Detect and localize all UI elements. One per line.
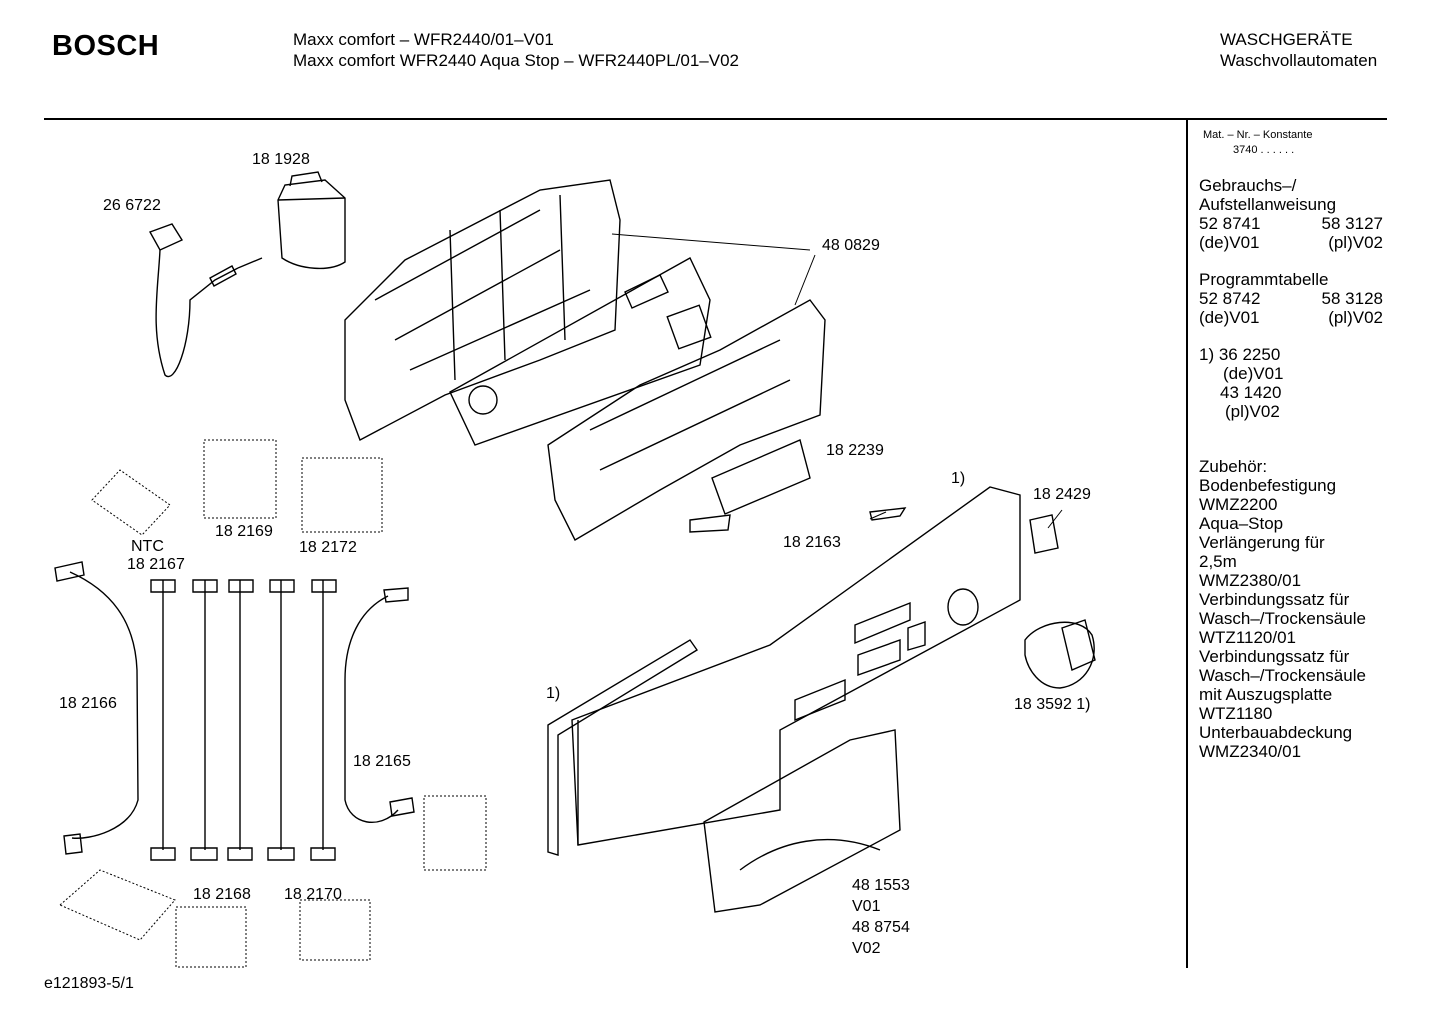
label-182169: 18 2169 [215,523,273,540]
programm-ver-pl: (pl)V02 [1328,308,1383,327]
gasket-drawing [547,639,699,856]
label-182166: 18 2166 [59,695,117,712]
programm-ver-de: (de)V01 [1199,308,1260,327]
zubehoer-line: Verbindungssatz für [1199,647,1350,666]
gebrauch-num-de: 52 8741 [1199,214,1261,233]
label-481553: 48 1553 [852,877,910,894]
leader-lines [611,233,1063,529]
drawing-id: e121893-5/1 [44,975,134,992]
circuit-board-drawing [449,257,712,446]
label-182165: 18 2165 [353,753,411,770]
mat-label: Mat. – Nr. – Konstante [1203,129,1313,141]
zubehoer-line: Verbindungssatz für [1199,590,1350,609]
gebrauch-ver-de: (de)V01 [1199,233,1260,252]
zubehoer-line: Verlängerung für [1199,533,1325,552]
label-182239: 18 2239 [826,442,884,459]
power-cord-drawing [148,223,263,378]
programm-title: Programmtabelle [1199,270,1329,289]
zubehoer-line: Bodenbefestigung [1199,476,1337,495]
label-488754: 48 8754 [852,919,910,936]
display-module-drawing [689,439,811,533]
fascia-panel-drawing [571,486,1021,846]
mat-value: 3740 . . . . . . [1233,144,1295,156]
zubehoer-line: WMZ2380/01 [1199,571,1302,590]
label-v01: V01 [852,898,881,915]
label-ntc: NTC [131,538,164,555]
reference-boxes [59,439,487,968]
gebrauch-title-1: Gebrauchs–/ [1199,176,1297,195]
control-module-lower-drawing [547,299,826,541]
programm-num-pl: 58 3128 [1321,289,1383,308]
sensor-pin-drawing [869,507,907,521]
zubehoer-line: WTZ1180 [1199,704,1273,723]
zubehoer-line: 2,5m [1199,552,1237,571]
gebrauch-num-pl: 58 3127 [1321,214,1383,233]
footnote-line-1: 1) 36 2250 [1199,345,1281,364]
zubehoer-line: Unterbauabdeckung [1199,723,1353,742]
label-182163: 18 2163 [783,534,841,551]
wiring-harness-drawing [54,561,415,861]
label-v02: V02 [852,940,881,957]
programm-versions: (de)V01 (pl)V02 [1199,308,1383,327]
zubehoer-line: Wasch–/Trockensäule [1199,666,1366,685]
label-183592: 18 3592 1) [1014,696,1091,713]
model-line-2: Maxx comfort WFR2440 Aqua Stop – WFR2440… [293,51,740,70]
brand-logo: BOSCH [52,30,160,62]
zubehoer-line: mit Auszugsplatte [1199,685,1333,704]
footnote-block: 1) 36 2250 (de)V01 43 1420 (pl)V02 [1199,345,1283,421]
zubehoer-line: WMZ2200 [1199,495,1278,514]
footnote-line-3: 43 1420 [1220,383,1282,402]
category-line-2: Waschvollautomaten [1220,51,1378,70]
footnote-line-2: (de)V01 [1223,364,1284,383]
zubehoer-line: WTZ1120/01 [1199,628,1297,647]
header-divider [44,118,1387,120]
label-182167: 18 2167 [127,556,185,573]
model-line-1: Maxx comfort – WFR2440/01–V01 [293,30,554,49]
category-line-1: WASCHGERÄTE [1220,30,1353,49]
label-480829: 48 0829 [822,237,880,254]
programm-numbers: 52 8742 58 3128 [1199,289,1383,308]
filter-drawing [277,171,346,270]
gebrauch-block: Gebrauchs–/ Aufstellanweisung 52 8741 58… [1199,176,1383,252]
detergent-drawer-drawing [703,729,901,913]
clip-drawing [1029,514,1059,554]
gebrauch-versions: (de)V01 (pl)V02 [1199,233,1383,252]
label-182168: 18 2168 [193,886,251,903]
sidebar-divider [1186,118,1188,968]
label-footnote-left: 1) [546,685,561,702]
zubehoer-line: WMZ2340/01 [1199,742,1302,761]
knob-drawing [1024,619,1096,689]
label-182172: 18 2172 [299,539,357,556]
label-182170: 18 2170 [284,886,342,903]
programm-num-de: 52 8742 [1199,289,1261,308]
control-module-upper-drawing [344,179,621,441]
gebrauch-title-2: Aufstellanweisung [1199,195,1337,214]
label-footnote-top: 1) [951,470,966,487]
label-182429: 18 2429 [1033,486,1091,503]
label-266722: 26 6722 [103,197,161,214]
programm-block: Programmtabelle 52 8742 58 3128 (de)V01 … [1199,270,1383,327]
gebrauch-numbers: 52 8741 58 3127 [1199,214,1383,233]
gebrauch-ver-pl: (pl)V02 [1328,233,1383,252]
zubehoer-line: Zubehör: [1199,457,1268,476]
zubehoer-line: Aqua–Stop [1199,514,1284,533]
footnote-line-4: (pl)V02 [1225,402,1280,421]
zubehoer-line: Wasch–/Trockensäule [1199,609,1366,628]
label-181928: 18 1928 [252,151,310,168]
